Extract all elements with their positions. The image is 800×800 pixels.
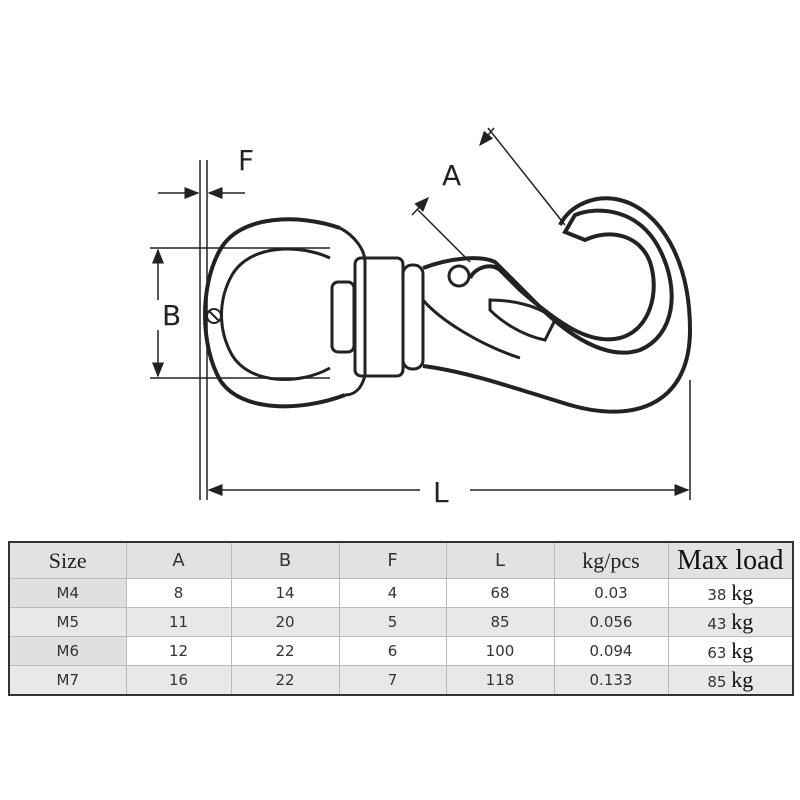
header-weight: kg/pcs [553, 541, 669, 579]
cell-max-load: 38 kg [667, 578, 794, 608]
swivel-eye [203, 217, 346, 409]
load-value: 38 [707, 586, 727, 604]
swivel-block [330, 280, 356, 354]
dimension-label-b: B [162, 299, 181, 332]
cell-l: 68 [445, 578, 555, 608]
table-row: M6 12 22 6 100 0.094 63 kg [8, 636, 794, 666]
header-a: A [125, 541, 232, 579]
cell-weight: 0.133 [553, 665, 669, 696]
cell-a: 11 [125, 607, 232, 637]
swivel-barrel [401, 263, 425, 371]
cell-a: 16 [125, 665, 232, 696]
table-row: M7 16 22 7 118 0.133 85 kg [8, 665, 794, 696]
header-max-load: Max load [667, 541, 794, 579]
dimension-label-a: A [442, 159, 461, 192]
load-value: 63 [707, 644, 727, 662]
cell-weight: 0.094 [553, 636, 669, 666]
cell-l: 85 [445, 607, 555, 637]
table-header-row: Size A B F L kg/pcs Max load [8, 541, 794, 579]
cell-b: 14 [230, 578, 340, 608]
cell-f: 5 [338, 607, 447, 637]
cell-l: 118 [445, 665, 555, 696]
cell-b: 22 [230, 665, 340, 696]
load-value: 43 [707, 615, 727, 633]
cell-weight: 0.056 [553, 607, 669, 637]
cell-a: 8 [125, 578, 232, 608]
cell-l: 100 [445, 636, 555, 666]
dimension-label-f: F [238, 144, 254, 177]
cell-max-load: 85 kg [667, 665, 794, 696]
table-row: M5 11 20 5 85 0.056 43 kg [8, 607, 794, 637]
cell-size: M7 [8, 665, 127, 696]
load-unit: kg [731, 667, 754, 692]
dimension-label-l: L [433, 476, 449, 509]
hook-rivet [447, 264, 471, 288]
hook-body [422, 196, 693, 414]
cell-f: 7 [338, 665, 447, 696]
cell-b: 22 [230, 636, 340, 666]
header-size: Size [8, 541, 127, 579]
load-unit: kg [731, 638, 754, 663]
cell-max-load: 63 kg [667, 636, 794, 666]
cell-max-load: 43 kg [667, 607, 794, 637]
snap-hook-diagram: F B A L [150, 127, 693, 509]
load-unit: kg [731, 609, 754, 634]
cell-size: M4 [8, 578, 127, 608]
cell-size: M6 [8, 636, 127, 666]
cell-weight: 0.03 [553, 578, 669, 608]
header-b: B [230, 541, 340, 579]
cell-size: M5 [8, 607, 127, 637]
cell-f: 4 [338, 578, 447, 608]
load-value: 85 [707, 673, 727, 691]
header-l: L [445, 541, 555, 579]
cell-b: 20 [230, 607, 340, 637]
table-row: M4 8 14 4 68 0.03 38 kg [8, 578, 794, 608]
header-f: F [338, 541, 447, 579]
spec-table: Size A B F L kg/pcs Max load M4 8 14 4 6… [8, 541, 794, 696]
load-unit: kg [731, 580, 754, 605]
cell-a: 12 [125, 636, 232, 666]
cell-f: 6 [338, 636, 447, 666]
hook-gate [488, 298, 557, 342]
eye-opening [220, 247, 331, 381]
